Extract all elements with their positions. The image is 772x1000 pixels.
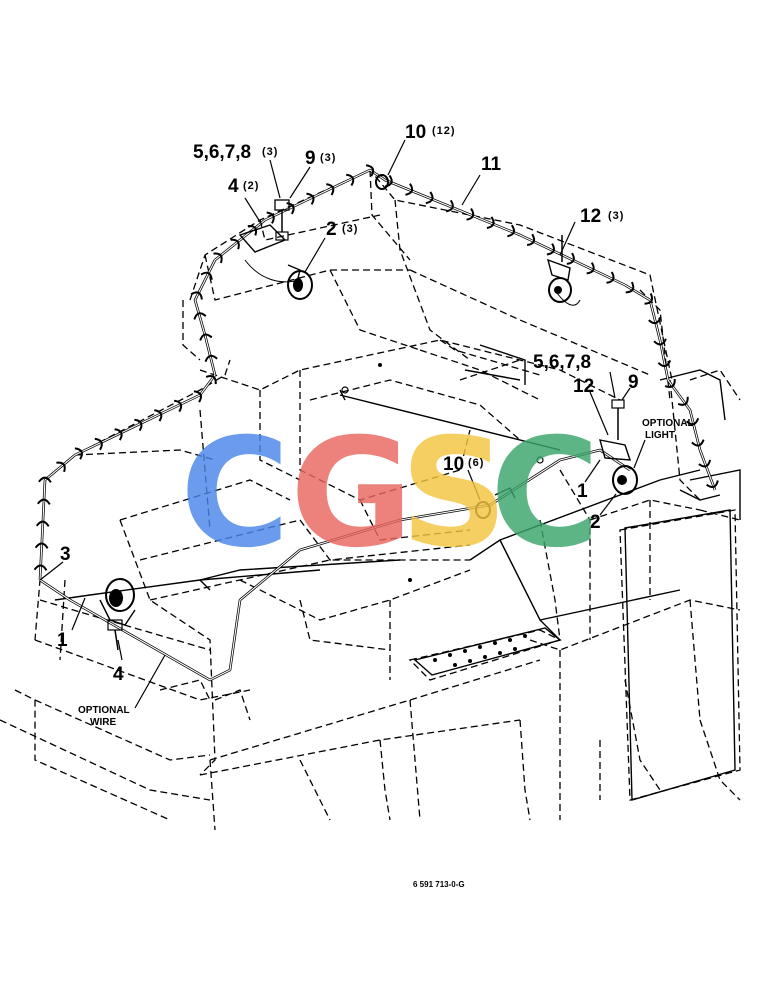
leader-lines bbox=[39, 139, 646, 709]
harness-coil-loops bbox=[33, 164, 719, 571]
coil-loop bbox=[190, 291, 203, 300]
coil-loop bbox=[653, 338, 667, 346]
callout-labels: 10 (12) 11 5,6,7,8 (3) 9 (3) 4 (2) 2 (3)… bbox=[57, 122, 694, 889]
callout-2-right: 2 bbox=[590, 512, 601, 533]
coil-loop bbox=[526, 233, 536, 246]
coil-loop bbox=[664, 378, 676, 389]
watermark: C G S C bbox=[180, 407, 600, 581]
coil-loop bbox=[405, 183, 414, 196]
callout-9-right: 9 bbox=[628, 372, 639, 393]
drawing-code: 6 591 713-0-G bbox=[413, 880, 465, 889]
callout-10-center-qty: (6) bbox=[468, 457, 484, 469]
watermark-letter-s: S bbox=[400, 407, 508, 581]
watermark-letter-c-2: C bbox=[490, 407, 600, 581]
coil-loop bbox=[606, 271, 615, 284]
solid-parts bbox=[54, 344, 741, 801]
coil-loop bbox=[507, 224, 516, 238]
coil-loop bbox=[286, 202, 295, 215]
coil-loop bbox=[657, 359, 672, 368]
callout-2-top: 2 bbox=[326, 219, 337, 240]
coil-loop bbox=[199, 333, 213, 341]
callout-5-6-7-8-top: 5,6,7,8 bbox=[193, 142, 251, 163]
coil-loop bbox=[346, 173, 355, 187]
coil-loop bbox=[193, 390, 203, 403]
coil-loop bbox=[326, 183, 335, 196]
coil-loop bbox=[74, 447, 83, 460]
watermark-letter-g: G bbox=[290, 407, 413, 581]
coil-loop bbox=[38, 476, 52, 483]
note-optional-wire-line1: OPTIONAL bbox=[78, 705, 130, 716]
coil-loop bbox=[698, 459, 712, 468]
callout-9-top: 9 bbox=[305, 148, 316, 169]
coil-loop bbox=[685, 417, 700, 426]
coil-loop bbox=[677, 396, 689, 406]
coil-loop bbox=[365, 164, 375, 177]
callout-5-6-7-8-top-qty: (3) bbox=[262, 146, 278, 158]
callout-5-6-7-8-right: 5,6,7,8 bbox=[533, 352, 591, 373]
note-optional-wire-line2: WIRE bbox=[90, 717, 116, 728]
coil-loop bbox=[200, 271, 213, 280]
coil-loop bbox=[33, 564, 48, 571]
callout-11: 11 bbox=[481, 154, 502, 175]
coil-loop bbox=[213, 252, 223, 264]
callout-2-top-qty: (3) bbox=[342, 223, 358, 235]
coil-loop bbox=[625, 281, 635, 294]
callout-12-top-qty: (3) bbox=[608, 210, 624, 222]
callout-4-left: 4 bbox=[113, 664, 124, 685]
callout-3-left: 3 bbox=[60, 544, 71, 565]
coil-loop bbox=[466, 208, 475, 221]
coil-loop bbox=[486, 216, 495, 229]
step-plate-holes bbox=[433, 634, 527, 667]
note-optional-light-line1: OPTIONAL bbox=[642, 418, 694, 429]
coil-loop bbox=[306, 192, 315, 205]
coil-loop bbox=[648, 316, 662, 325]
coil-loop bbox=[706, 480, 719, 489]
coil-loop bbox=[644, 292, 654, 305]
callout-1-right: 1 bbox=[577, 481, 588, 502]
callout-10-center: 10 bbox=[443, 454, 464, 475]
coil-loop bbox=[205, 375, 217, 385]
coil-loop bbox=[204, 354, 218, 363]
coil-loop bbox=[586, 262, 595, 275]
coil-loop bbox=[247, 225, 258, 236]
coil-loop bbox=[56, 461, 66, 473]
clamp-brackets bbox=[99, 174, 638, 651]
coil-loop bbox=[566, 252, 575, 265]
coil-loop bbox=[266, 211, 275, 224]
coil-loop bbox=[425, 191, 434, 205]
coil-loop bbox=[134, 418, 143, 432]
coil-loop bbox=[546, 243, 555, 256]
coil-loop bbox=[173, 399, 183, 413]
note-optional-light-line2: LIGHT bbox=[645, 430, 675, 441]
coil-loop bbox=[691, 439, 705, 447]
callout-12-right: 12 bbox=[573, 376, 594, 397]
coil-loop bbox=[34, 542, 49, 549]
callout-1-left: 1 bbox=[57, 630, 68, 651]
coil-loop bbox=[94, 437, 103, 451]
coil-loop bbox=[36, 498, 51, 505]
coil-loop bbox=[445, 199, 454, 213]
callout-4-top: 4 bbox=[228, 176, 239, 197]
coil-loop bbox=[193, 312, 207, 320]
callout-10-top: 10 bbox=[405, 122, 426, 143]
callout-9-top-qty: (3) bbox=[320, 152, 336, 164]
watermark-letter-c: C bbox=[180, 407, 290, 581]
coil-loop bbox=[154, 409, 163, 422]
coil-loop bbox=[35, 520, 50, 527]
coil-loop bbox=[230, 238, 240, 250]
callout-4-top-qty: (2) bbox=[243, 180, 259, 192]
coil-loop bbox=[114, 428, 123, 441]
callout-12-top: 12 bbox=[580, 206, 601, 227]
callout-10-top-qty: (12) bbox=[432, 125, 456, 137]
